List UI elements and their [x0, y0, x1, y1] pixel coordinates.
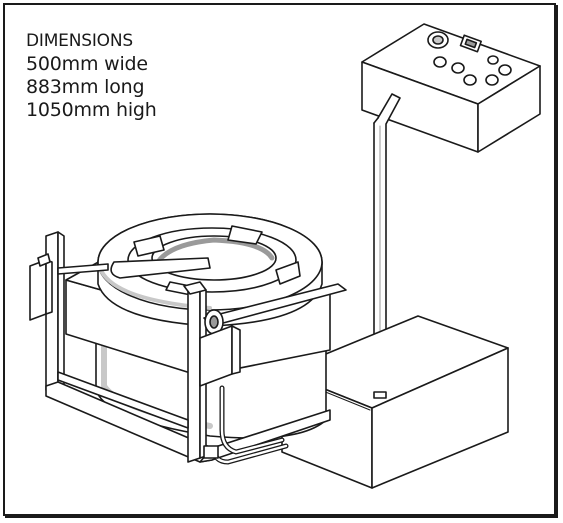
control-panel-side — [478, 66, 540, 152]
left-clamp — [30, 260, 46, 320]
dimension-height: 1050mm high — [26, 99, 157, 121]
control-knob — [486, 75, 498, 85]
control-knob — [452, 63, 464, 73]
dimensions-heading: DIMENSIONS — [26, 31, 133, 51]
cabinet-side — [372, 348, 508, 488]
control-knob — [464, 75, 476, 85]
control-panel — [362, 24, 540, 152]
control-knob — [434, 57, 446, 67]
base-cabinet — [282, 316, 508, 488]
connecting-hose — [204, 388, 286, 462]
right-upright — [188, 286, 200, 462]
hose-connector — [204, 446, 218, 458]
dimension-width: 500mm wide — [26, 53, 148, 75]
control-knob — [488, 56, 498, 64]
control-knob — [499, 65, 511, 75]
dimensions-label: DIMENSIONS 500mm wide 883mm long 1050mm … — [26, 30, 157, 122]
dimension-length: 883mm long — [26, 76, 145, 98]
